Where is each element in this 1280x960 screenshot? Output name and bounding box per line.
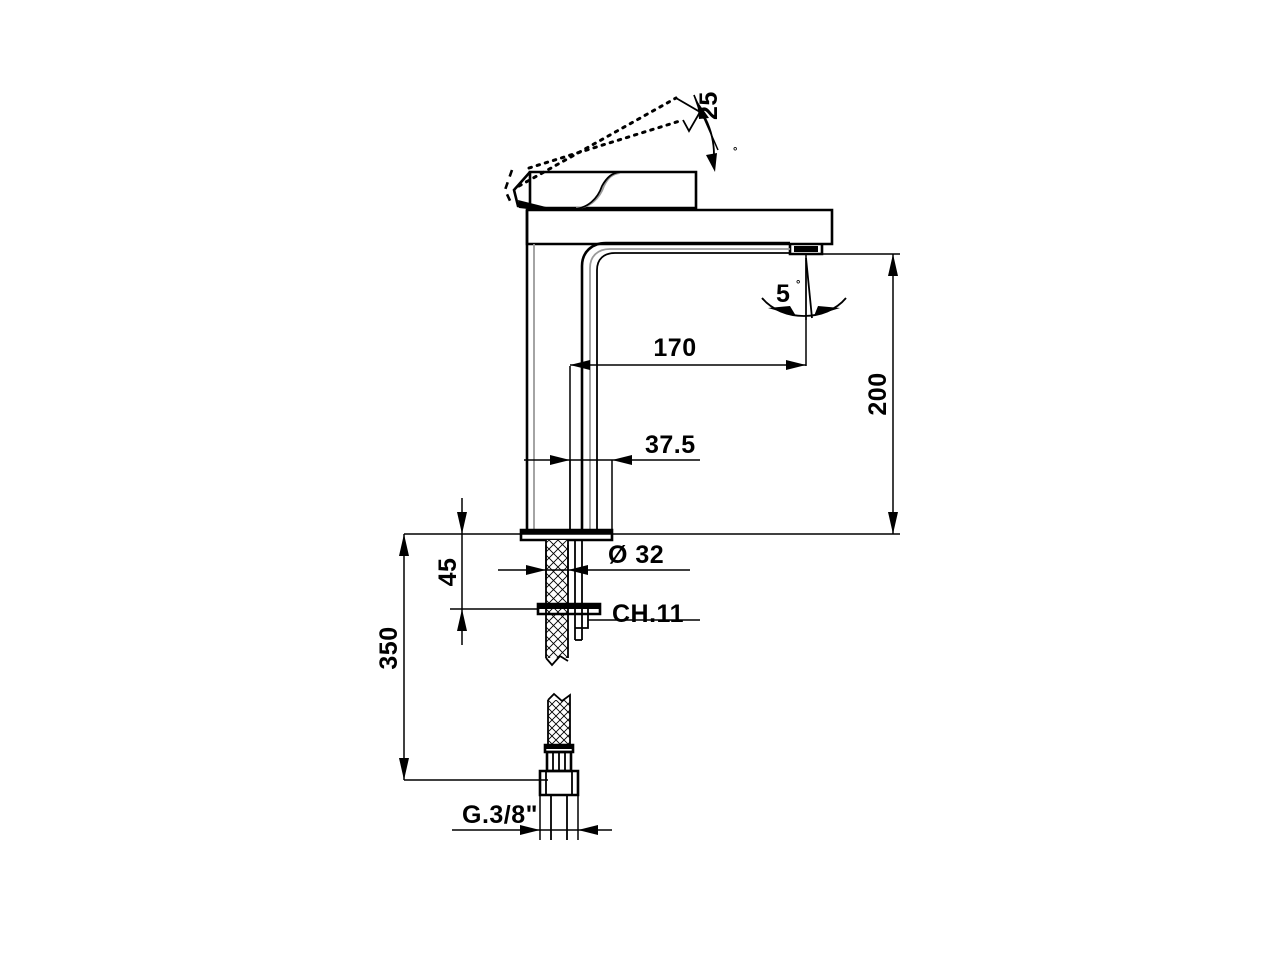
dim-label-45: 45 [434,558,462,587]
dimension-angle-25: 25 ° [693,91,737,172]
dim-label-angle-25: 25 [695,91,723,120]
handle-lever [512,170,698,211]
flex-hose-assembly [538,692,580,840]
escutcheon-flange [519,528,614,542]
spout-upper-arm [525,208,834,246]
hose-ferrule [543,743,575,773]
dim-label-angle-5: 5 [776,280,790,308]
threaded-shank [545,540,569,667]
dim-label-diameter-32: Ø 32 [608,541,664,569]
dim-label-350: 350 [375,626,403,669]
dim-label-ch11: CH.11 [612,600,684,628]
dim-label-g38: G.3/8" [462,801,538,829]
dimension-170: 170 [569,260,807,530]
shank-inner-tubes [574,540,589,641]
base-and-shank-group [519,528,614,667]
dimension-diameter-32: Ø 32 [498,541,690,580]
mounting-nut [536,602,602,616]
hose-tail [550,795,568,840]
faucet-body-group [503,96,834,530]
spout-inner-channel [580,241,790,530]
dimension-200: 200 [612,253,900,535]
faucet-riser-column [525,210,535,530]
handle-raised-ghost [503,96,702,206]
aerator-outlet [788,244,824,256]
dim-label-37-5: 37.5 [645,431,696,459]
leader-ch11: CH.11 [588,600,700,628]
dim-label-200: 200 [864,372,892,415]
dimension-angle-5: 5 ° [761,255,847,320]
hex-nut-g38 [538,769,580,797]
degree-symbol-25: ° [733,146,737,158]
dimension-350: 350 [375,533,548,781]
dimension-45: 45 [434,498,612,645]
dim-label-170: 170 [653,334,696,362]
dimension-g38: G.3/8" [452,795,612,840]
dimension-37-5: 37.5 [524,431,700,530]
degree-symbol-5: ° [796,279,800,291]
braided-hose [547,692,571,745]
